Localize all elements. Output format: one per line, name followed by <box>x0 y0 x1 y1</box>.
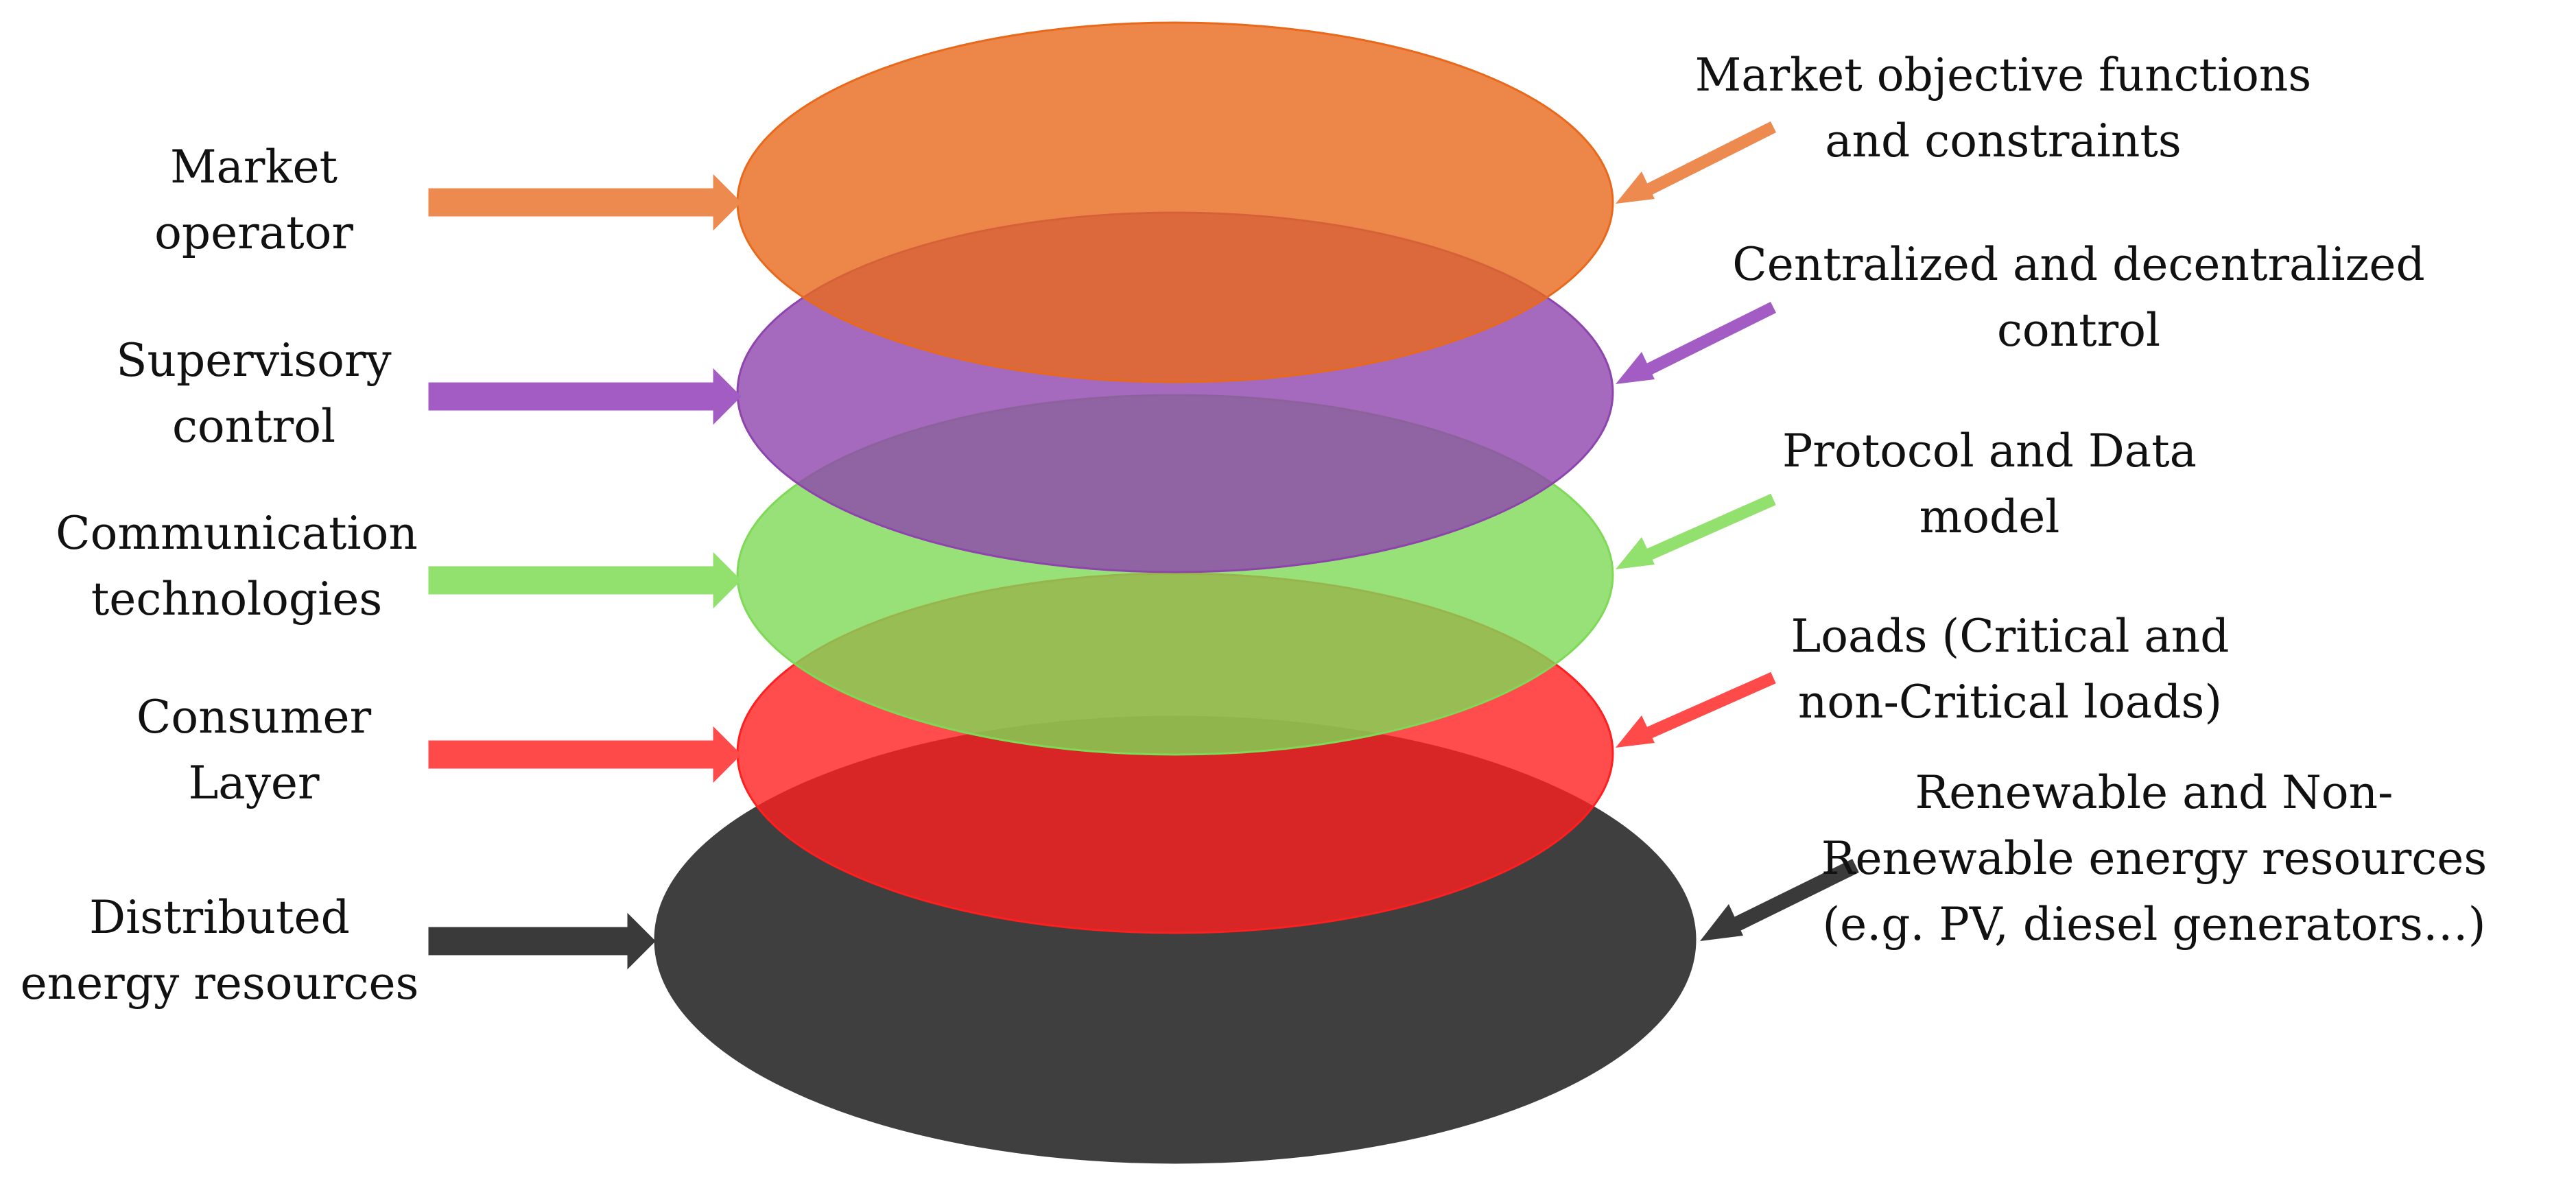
market-objective-arrow <box>1616 121 1777 204</box>
communication-technologies-arrow <box>428 552 742 609</box>
protocol-data-model-arrow <box>1616 493 1776 569</box>
distributed-energy-arrow <box>428 912 656 970</box>
centralized-control-arrow <box>1616 301 1777 384</box>
consumer-layer-arrow <box>428 726 742 783</box>
market-layer-ellipse <box>736 21 1614 383</box>
market-operator-arrow <box>428 174 742 231</box>
supervisory-control-arrow <box>428 368 742 425</box>
energy-resources-arrow <box>1700 859 1859 941</box>
label-renewable-energy-resources: Renewable and Non-Renewable energy resou… <box>1821 766 2488 951</box>
loads-arrow <box>1616 672 1776 748</box>
